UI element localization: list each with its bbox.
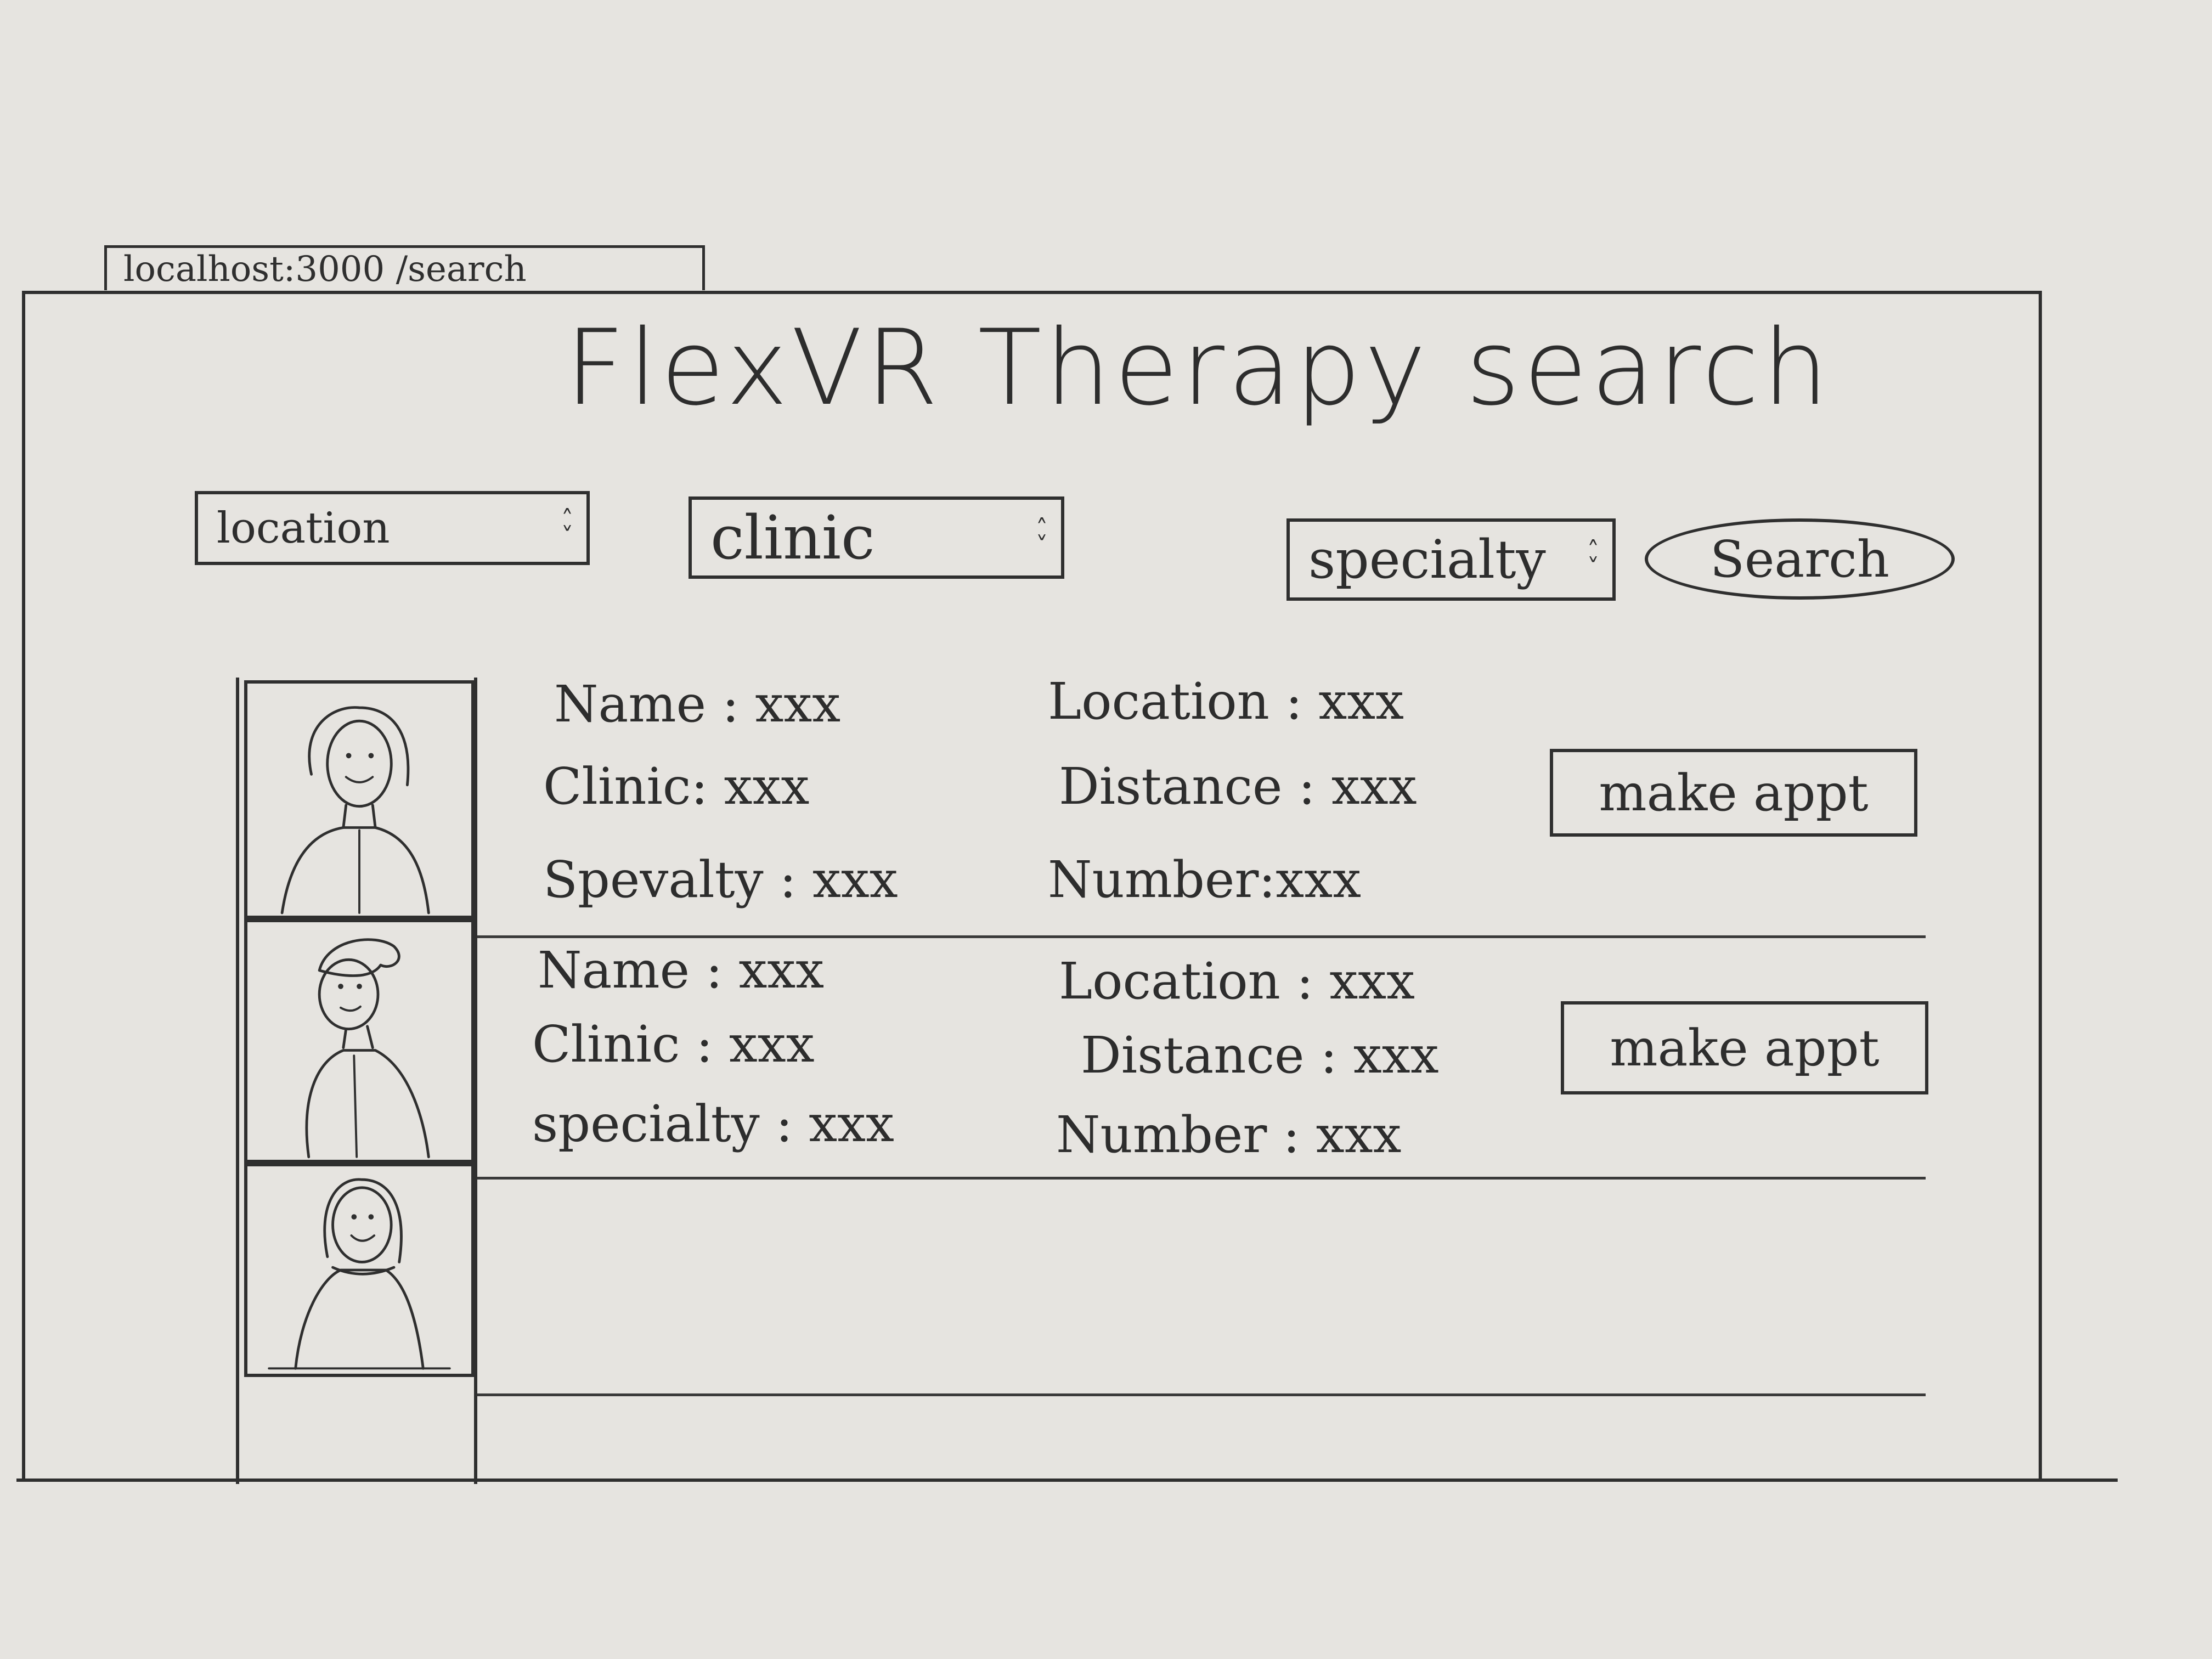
- result-name: Name : xxx: [554, 675, 841, 733]
- row-divider: [477, 935, 1926, 938]
- person-sketch-icon: [280, 706, 430, 915]
- window-bottom-edge: [16, 1479, 2118, 1482]
- result-number: Number:xxx: [1048, 850, 1361, 909]
- person-sketch-icon: [268, 1178, 451, 1370]
- specialty-select[interactable]: specialty ˄˅: [1286, 518, 1616, 601]
- result-specialty: Spevalty : xxx: [543, 850, 898, 909]
- search-button[interactable]: Search: [1645, 518, 1955, 600]
- updown-arrows-icon: ˄˅: [1587, 537, 1599, 582]
- avatar-photo-1: [244, 680, 475, 919]
- result-row: Name : xxx Clinic: xxx Spevalty : xxx Lo…: [477, 669, 1926, 938]
- row-divider: [477, 1177, 1926, 1180]
- result-number: Number : xxx: [1056, 1105, 1402, 1164]
- avatar-photo-3: [244, 1163, 475, 1377]
- clinic-select-value: clinic: [710, 503, 875, 573]
- result-clinic: Clinic : xxx: [532, 1015, 815, 1074]
- updown-arrows-icon: ˄˅: [561, 505, 573, 550]
- result-specialty: specialty : xxx: [532, 1094, 894, 1153]
- person-sketch-icon: [305, 938, 430, 1159]
- make-appt-button[interactable]: make appt: [1561, 1001, 1928, 1094]
- browser-address-bar[interactable]: localhost:3000 /search: [104, 245, 705, 290]
- location-select[interactable]: location ˄˅: [195, 491, 590, 565]
- page-title: FlexVR Therapy search: [565, 307, 1832, 428]
- clinic-select[interactable]: clinic ˄˅: [689, 496, 1064, 579]
- result-distance: Distance : xxx: [1081, 1026, 1439, 1085]
- photo-column: [236, 678, 477, 1484]
- avatar-photo-2: [244, 919, 475, 1163]
- result-clinic: Clinic: xxx: [543, 757, 810, 816]
- updown-arrows-icon: ˄˅: [1036, 515, 1048, 560]
- browser-window: [22, 291, 2042, 1481]
- result-name: Name : xxx: [538, 941, 825, 1000]
- specialty-select-value: specialty: [1308, 529, 1546, 590]
- address-text: localhost:3000 /search: [123, 249, 527, 290]
- result-distance: Distance : xxx: [1059, 757, 1417, 816]
- result-location: Location : xxx: [1059, 952, 1415, 1011]
- make-appt-button[interactable]: make appt: [1550, 749, 1917, 837]
- location-select-value: location: [217, 503, 390, 553]
- result-row: Name : xxx Clinic : xxx specialty : xxx …: [477, 938, 1928, 1180]
- row-divider: [477, 1393, 1926, 1396]
- result-row-empty: [477, 1180, 1926, 1396]
- result-location: Location : xxx: [1048, 672, 1404, 731]
